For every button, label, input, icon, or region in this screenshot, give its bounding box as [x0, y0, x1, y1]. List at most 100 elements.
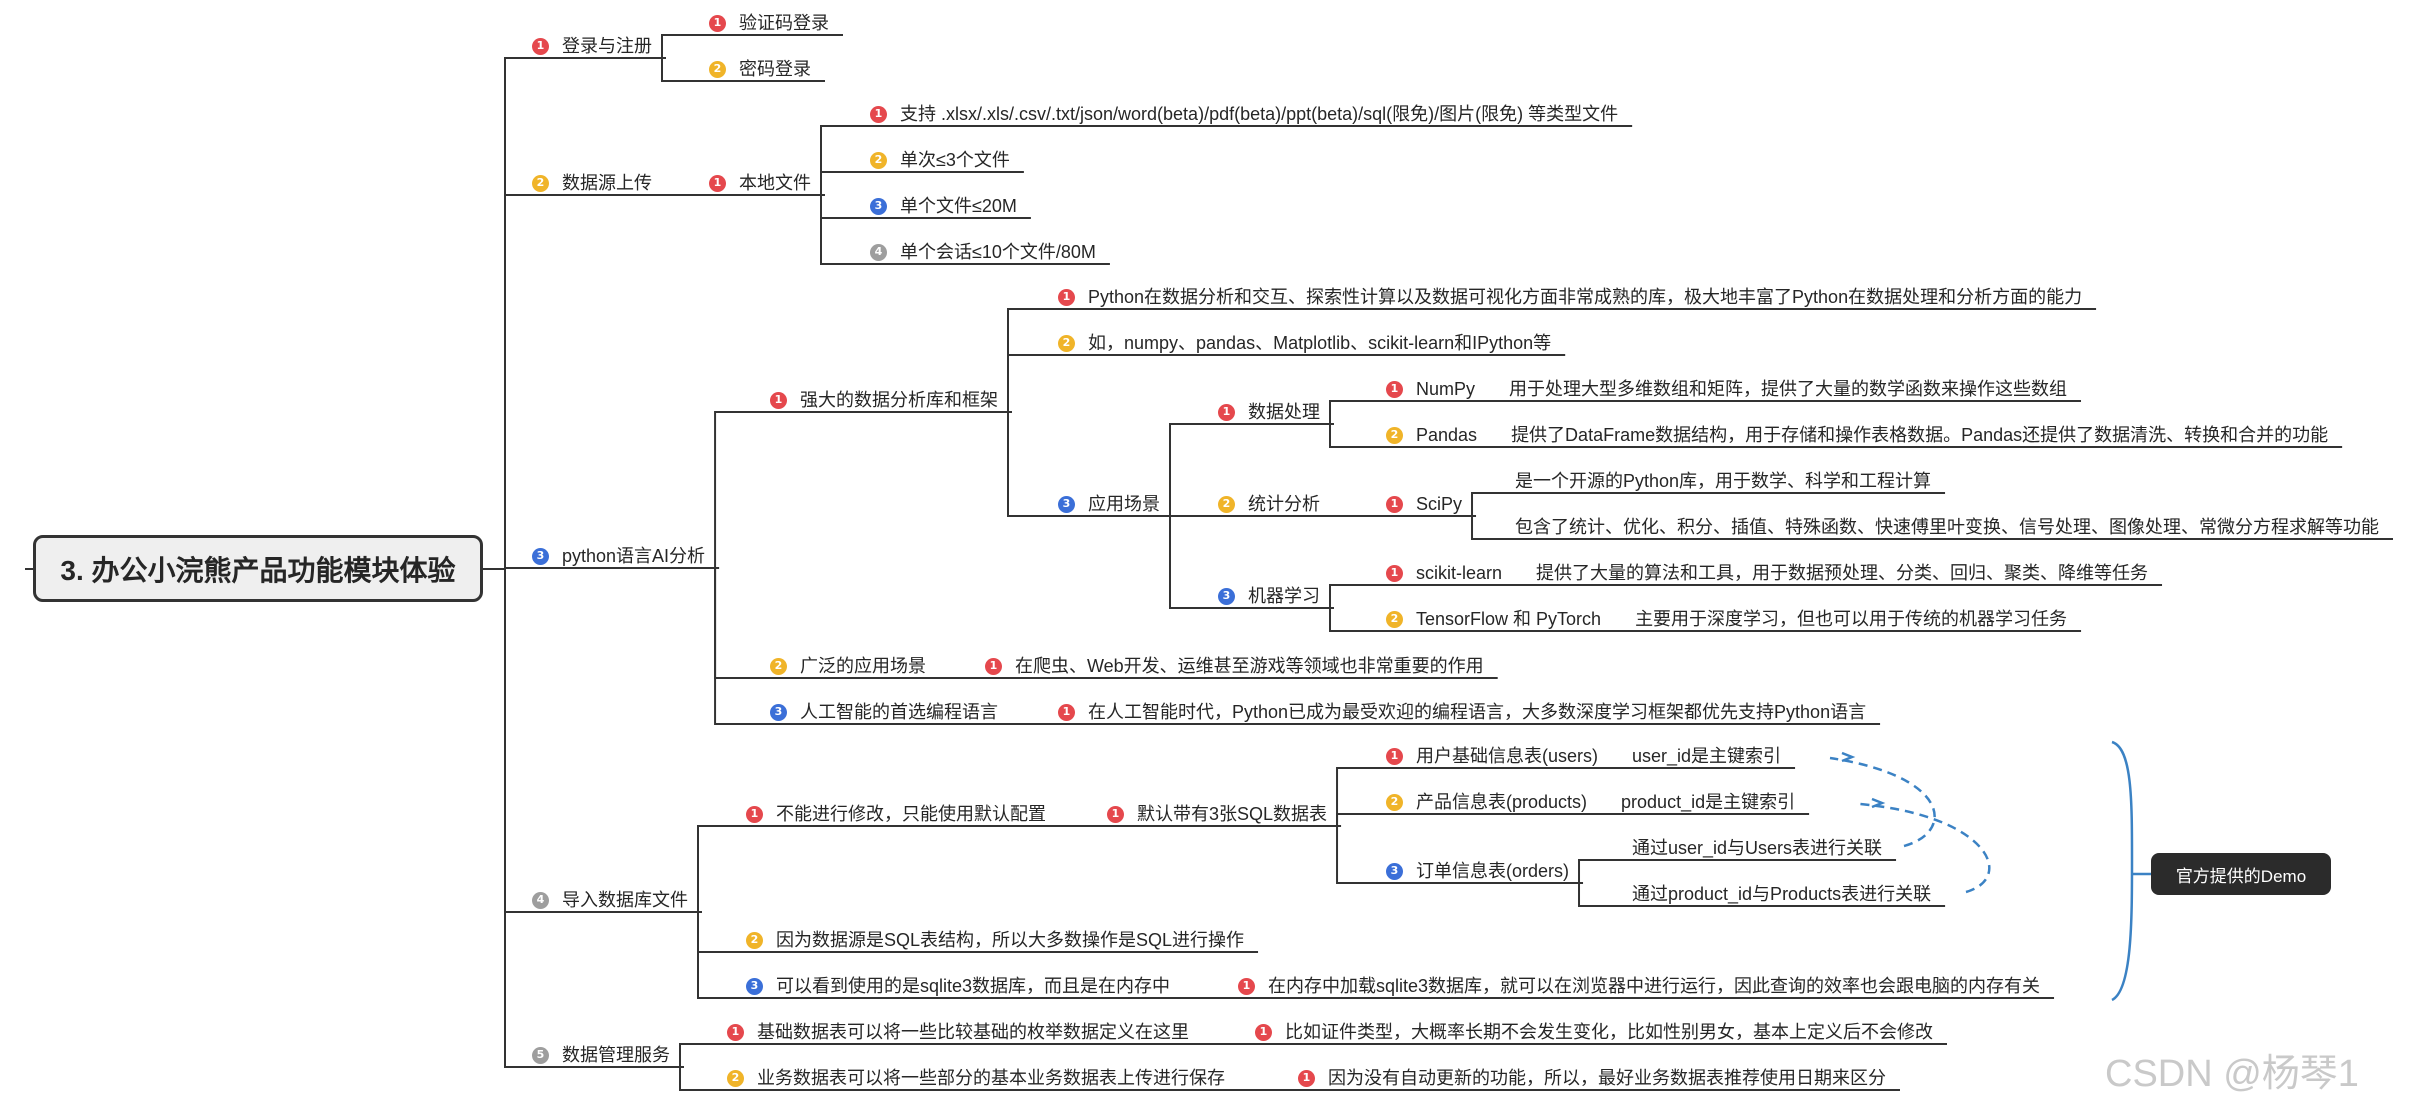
branch-connector [1007, 354, 1566, 412]
topic-label: 产品信息表(products) [1416, 792, 1588, 812]
number-badge: 1 [870, 105, 887, 123]
topic-label: 支持 .xlsx/.xls/.csv/.txt/json/word(beta)/… [900, 104, 1619, 124]
demo-callout[interactable]: 官方提供的Demo [2151, 853, 2331, 895]
branch-connector [661, 58, 825, 82]
number-badge: 1 [985, 657, 1002, 675]
number-badge: 2 [1058, 334, 1075, 352]
topic-label: 因为数据源是SQL表结构，所以大多数操作是SQL进行操作 [776, 930, 1245, 950]
topic-label: 基础数据表可以将一些比较基础的枚举数据定义在这里 [757, 1022, 1189, 1042]
topic-node[interactable]: 3 人工智能的首选编程语言 [770, 701, 998, 723]
topic-label: 可以看到使用的是sqlite3数据库，而且是在内存中 [776, 976, 1171, 996]
number-badge: 3 [770, 703, 787, 721]
arrow-head [1871, 797, 1886, 809]
topic-node[interactable]: 包含了统计、优化、积分、插值、特殊函数、快速傅里叶变换、信号处理、图像处理、常微… [1515, 516, 2379, 538]
topic-node[interactable]: 1 支持 .xlsx/.xls/.csv/.txt/json/word(beta)… [870, 103, 1618, 125]
branch-connector [504, 569, 684, 1068]
branch-connector [697, 825, 1060, 912]
topic-node[interactable]: 通过user_id与Users表进行关联 [1632, 837, 1882, 859]
arrow-head [1841, 751, 1856, 763]
topic-label: 本地文件 [739, 173, 811, 193]
topic-label: 默认带有3张SQL数据表 [1137, 804, 1328, 824]
topic-label: 单个会话≤10个文件/80M [900, 242, 1096, 262]
topic-label: 单次≤3个文件 [900, 150, 1010, 170]
number-badge: 1 [1107, 805, 1124, 823]
branch-connector [1329, 584, 2163, 608]
branch-connector [504, 194, 666, 569]
number-badge: 1 [1386, 747, 1403, 765]
topic-label: Pandas [1416, 425, 1478, 445]
topic-label: 统计分析 [1248, 494, 1320, 514]
number-badge: 1 [1298, 1069, 1315, 1087]
topic-node[interactable]: 1 因为没有自动更新的功能，所以，最好业务数据表推荐使用日期来区分 [1298, 1067, 1886, 1089]
number-badge: 2 [770, 657, 787, 675]
number-badge: 1 [1386, 564, 1403, 582]
topic-detail: product_id是主键索引 [1621, 792, 1796, 812]
number-badge: 2 [1386, 610, 1403, 628]
topic-node[interactable]: 1 默认带有3张SQL数据表 [1107, 803, 1327, 825]
topic-node[interactable]: 4 单个会话≤10个文件/80M [870, 241, 1096, 263]
topic-label: 因为没有自动更新的功能，所以，最好业务数据表推荐使用日期来区分 [1328, 1068, 1886, 1088]
number-badge: 2 [727, 1069, 744, 1087]
topic-detail: 提供了大量的算法和工具，用于数据预处理、分类、回归、聚类、降维等任务 [1536, 563, 2149, 583]
topic-label: 业务数据表可以将一些部分的基本业务数据表上传进行保存 [757, 1068, 1225, 1088]
number-badge: 4 [870, 243, 887, 261]
topic-node[interactable]: 2 产品信息表(products) product_id是主键索引 [1386, 791, 1795, 813]
topic-detail: 提供了DataFrame数据结构，用于存储和操作表格数据。Pandas还提供了数… [1511, 425, 2329, 445]
topic-node[interactable]: 2 业务数据表可以将一些部分的基本业务数据表上传进行保存 [727, 1067, 1225, 1089]
topic-node[interactable]: 2 因为数据源是SQL表结构，所以大多数操作是SQL进行操作 [746, 929, 1244, 951]
branch-connector [504, 567, 720, 569]
number-badge: 1 [746, 805, 763, 823]
topic-node[interactable]: 是一个开源的Python库，用于数学、科学和工程计算 [1515, 470, 1931, 492]
number-badge: 1 [1255, 1023, 1272, 1041]
topic-node[interactable]: 通过product_id与Products表进行关联 [1632, 883, 1931, 905]
number-badge: 1 [1386, 495, 1403, 513]
topic-label: 单个文件≤20M [900, 196, 1017, 216]
number-badge: 2 [746, 931, 763, 949]
branch-connector [679, 1043, 1203, 1067]
demo-bracket [2111, 740, 2134, 1002]
number-badge: 2 [1386, 793, 1403, 811]
branch-connector [820, 171, 1024, 195]
number-badge: 3 [1218, 587, 1235, 605]
branch-connector [1336, 813, 1810, 826]
number-badge: 3 [532, 547, 549, 565]
topic-label: 通过user_id与Users表进行关联 [1632, 838, 1883, 858]
topic-label: 在内存中加载sqlite3数据库，就可以在浏览器中进行运行，因此查询的效率也会跟… [1268, 976, 2041, 996]
topic-label: 人工智能的首选编程语言 [800, 702, 998, 722]
root-topic[interactable]: 3. 办公小浣熊产品功能模块体验 [33, 535, 483, 602]
